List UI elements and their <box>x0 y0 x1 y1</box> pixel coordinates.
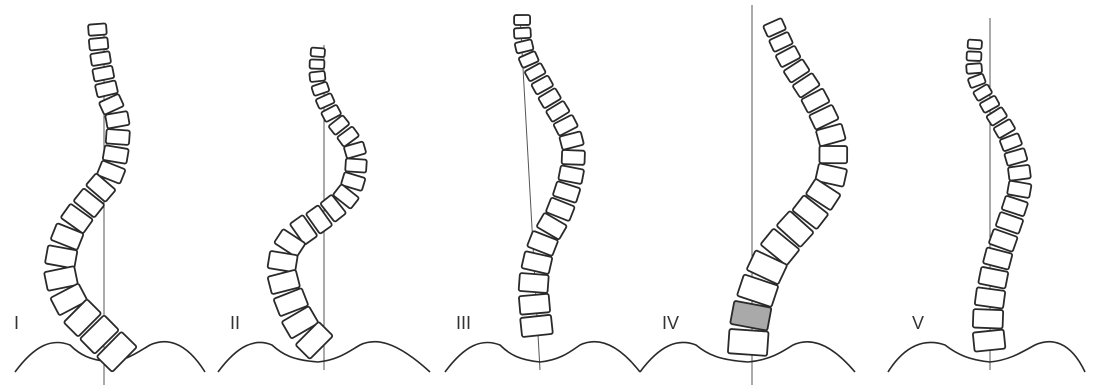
vertebra <box>89 37 109 50</box>
vertebra <box>309 71 325 82</box>
vertebra <box>1007 180 1032 198</box>
panel-label: I <box>14 313 19 333</box>
vertebra <box>973 309 1003 329</box>
spine <box>15 23 205 385</box>
vertebra <box>520 315 553 337</box>
panel-label: II <box>230 313 240 333</box>
vertebra <box>345 158 367 172</box>
vertebra <box>968 40 983 50</box>
vertebra <box>514 28 531 39</box>
vertebra <box>973 329 1006 351</box>
panel-label: V <box>912 313 924 333</box>
vertebra <box>558 165 584 184</box>
vertebra <box>975 287 1006 308</box>
panel-type-II: II <box>218 45 430 372</box>
panel-type-I: I <box>14 23 205 385</box>
vertebra <box>90 51 111 66</box>
vertebra <box>267 251 297 273</box>
panel-type-III: III <box>445 15 640 372</box>
vertebra <box>92 66 114 82</box>
vertebra <box>519 294 550 315</box>
vertebra <box>519 273 549 293</box>
vertebra <box>819 146 847 163</box>
vertebra <box>562 150 585 165</box>
vertebra <box>966 51 981 61</box>
vertebra <box>310 47 325 57</box>
vertebra <box>1008 165 1031 181</box>
vertebra <box>514 15 530 25</box>
vertebra <box>728 329 769 356</box>
spine <box>218 45 430 372</box>
panel-type-V: V <box>888 18 1085 372</box>
vertebra <box>310 59 325 69</box>
panel-type-IV: IV <box>640 5 855 385</box>
spine <box>445 15 640 372</box>
pelvis-outline <box>445 342 640 372</box>
panel-label: III <box>456 313 471 333</box>
vertebra <box>514 39 533 53</box>
vertebra <box>966 63 982 74</box>
vertebra <box>45 245 78 268</box>
vertebra <box>105 111 130 129</box>
vertebra <box>978 267 1008 289</box>
vertebra <box>88 23 107 35</box>
vertebra <box>106 129 130 145</box>
panel-label: IV <box>662 313 679 333</box>
